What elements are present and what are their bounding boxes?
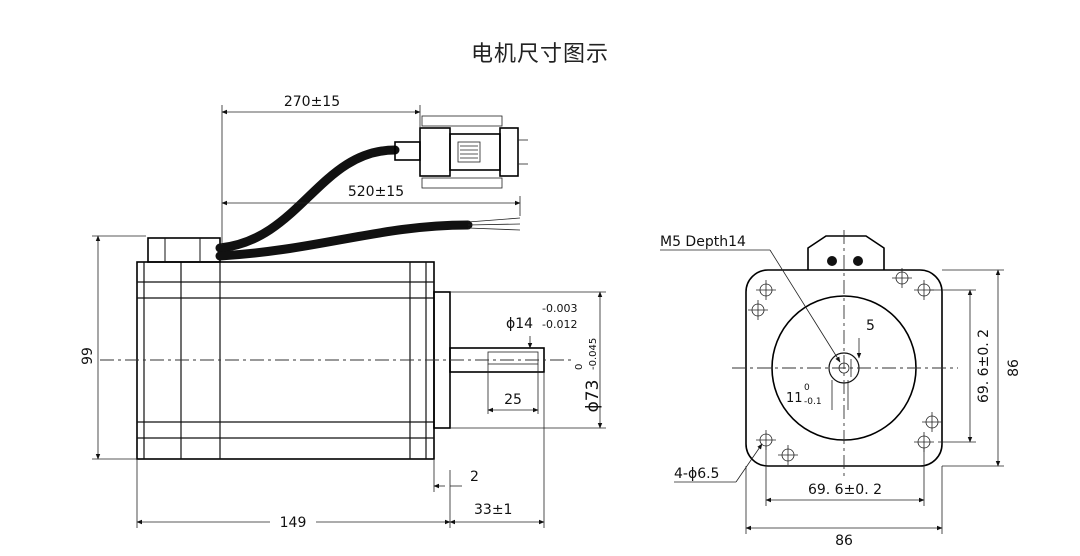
side-view: 270±15 520±15 99 149 2 33±1 25 ϕ14 - bbox=[80, 94, 606, 532]
dim-cable-long: 520±15 bbox=[348, 184, 404, 200]
dim-body-length: 149 bbox=[280, 515, 307, 531]
dim-cable-short: 270±15 bbox=[284, 94, 340, 110]
dim-holes: 4-ϕ6.5 bbox=[674, 466, 719, 482]
dim-height-front: 86 bbox=[1006, 359, 1022, 377]
dim-key-tol-upper: 0 bbox=[804, 383, 810, 393]
cable-gland bbox=[147, 237, 221, 263]
dim-flange: 2 bbox=[470, 469, 479, 485]
dim-thread: M5 Depth14 bbox=[660, 234, 746, 250]
dim-shaft-dia: ϕ14 bbox=[506, 316, 533, 332]
dim-hole-spacing-v: 69. 6±0. 2 bbox=[976, 329, 992, 403]
dim-key-width: 5 bbox=[866, 318, 875, 334]
dim-shaft-length: 33±1 bbox=[474, 502, 512, 518]
dim-shaft-tol-lower: -0.012 bbox=[542, 318, 577, 331]
dim-pilot-tol-upper: 0 bbox=[574, 364, 585, 370]
dim-pilot-tol-lower: -0.045 bbox=[588, 338, 599, 370]
mounting-holes bbox=[748, 268, 942, 465]
shaft-key bbox=[487, 351, 539, 365]
front-connector bbox=[807, 235, 885, 270]
dim-width: 86 bbox=[835, 533, 853, 549]
dim-key-height: 11 bbox=[786, 391, 803, 406]
dim-shaft-tol-upper: -0.003 bbox=[542, 302, 577, 315]
dim-hole-spacing-h: 69. 6±0. 2 bbox=[808, 482, 882, 498]
dim-key-length: 25 bbox=[504, 392, 522, 408]
encoder-cable bbox=[215, 145, 400, 253]
db-connector bbox=[394, 115, 528, 189]
page-title: 电机尺寸图示 bbox=[470, 42, 609, 67]
front-view: M5 Depth14 5 11 0 -0.1 4-ϕ6.5 69. 6±0. 2… bbox=[660, 230, 1022, 549]
power-cable bbox=[215, 220, 473, 261]
dim-height: 99 bbox=[80, 347, 96, 365]
dim-pilot-dia: ϕ73 bbox=[583, 380, 603, 413]
dim-key-tol-lower: -0.1 bbox=[804, 397, 822, 407]
